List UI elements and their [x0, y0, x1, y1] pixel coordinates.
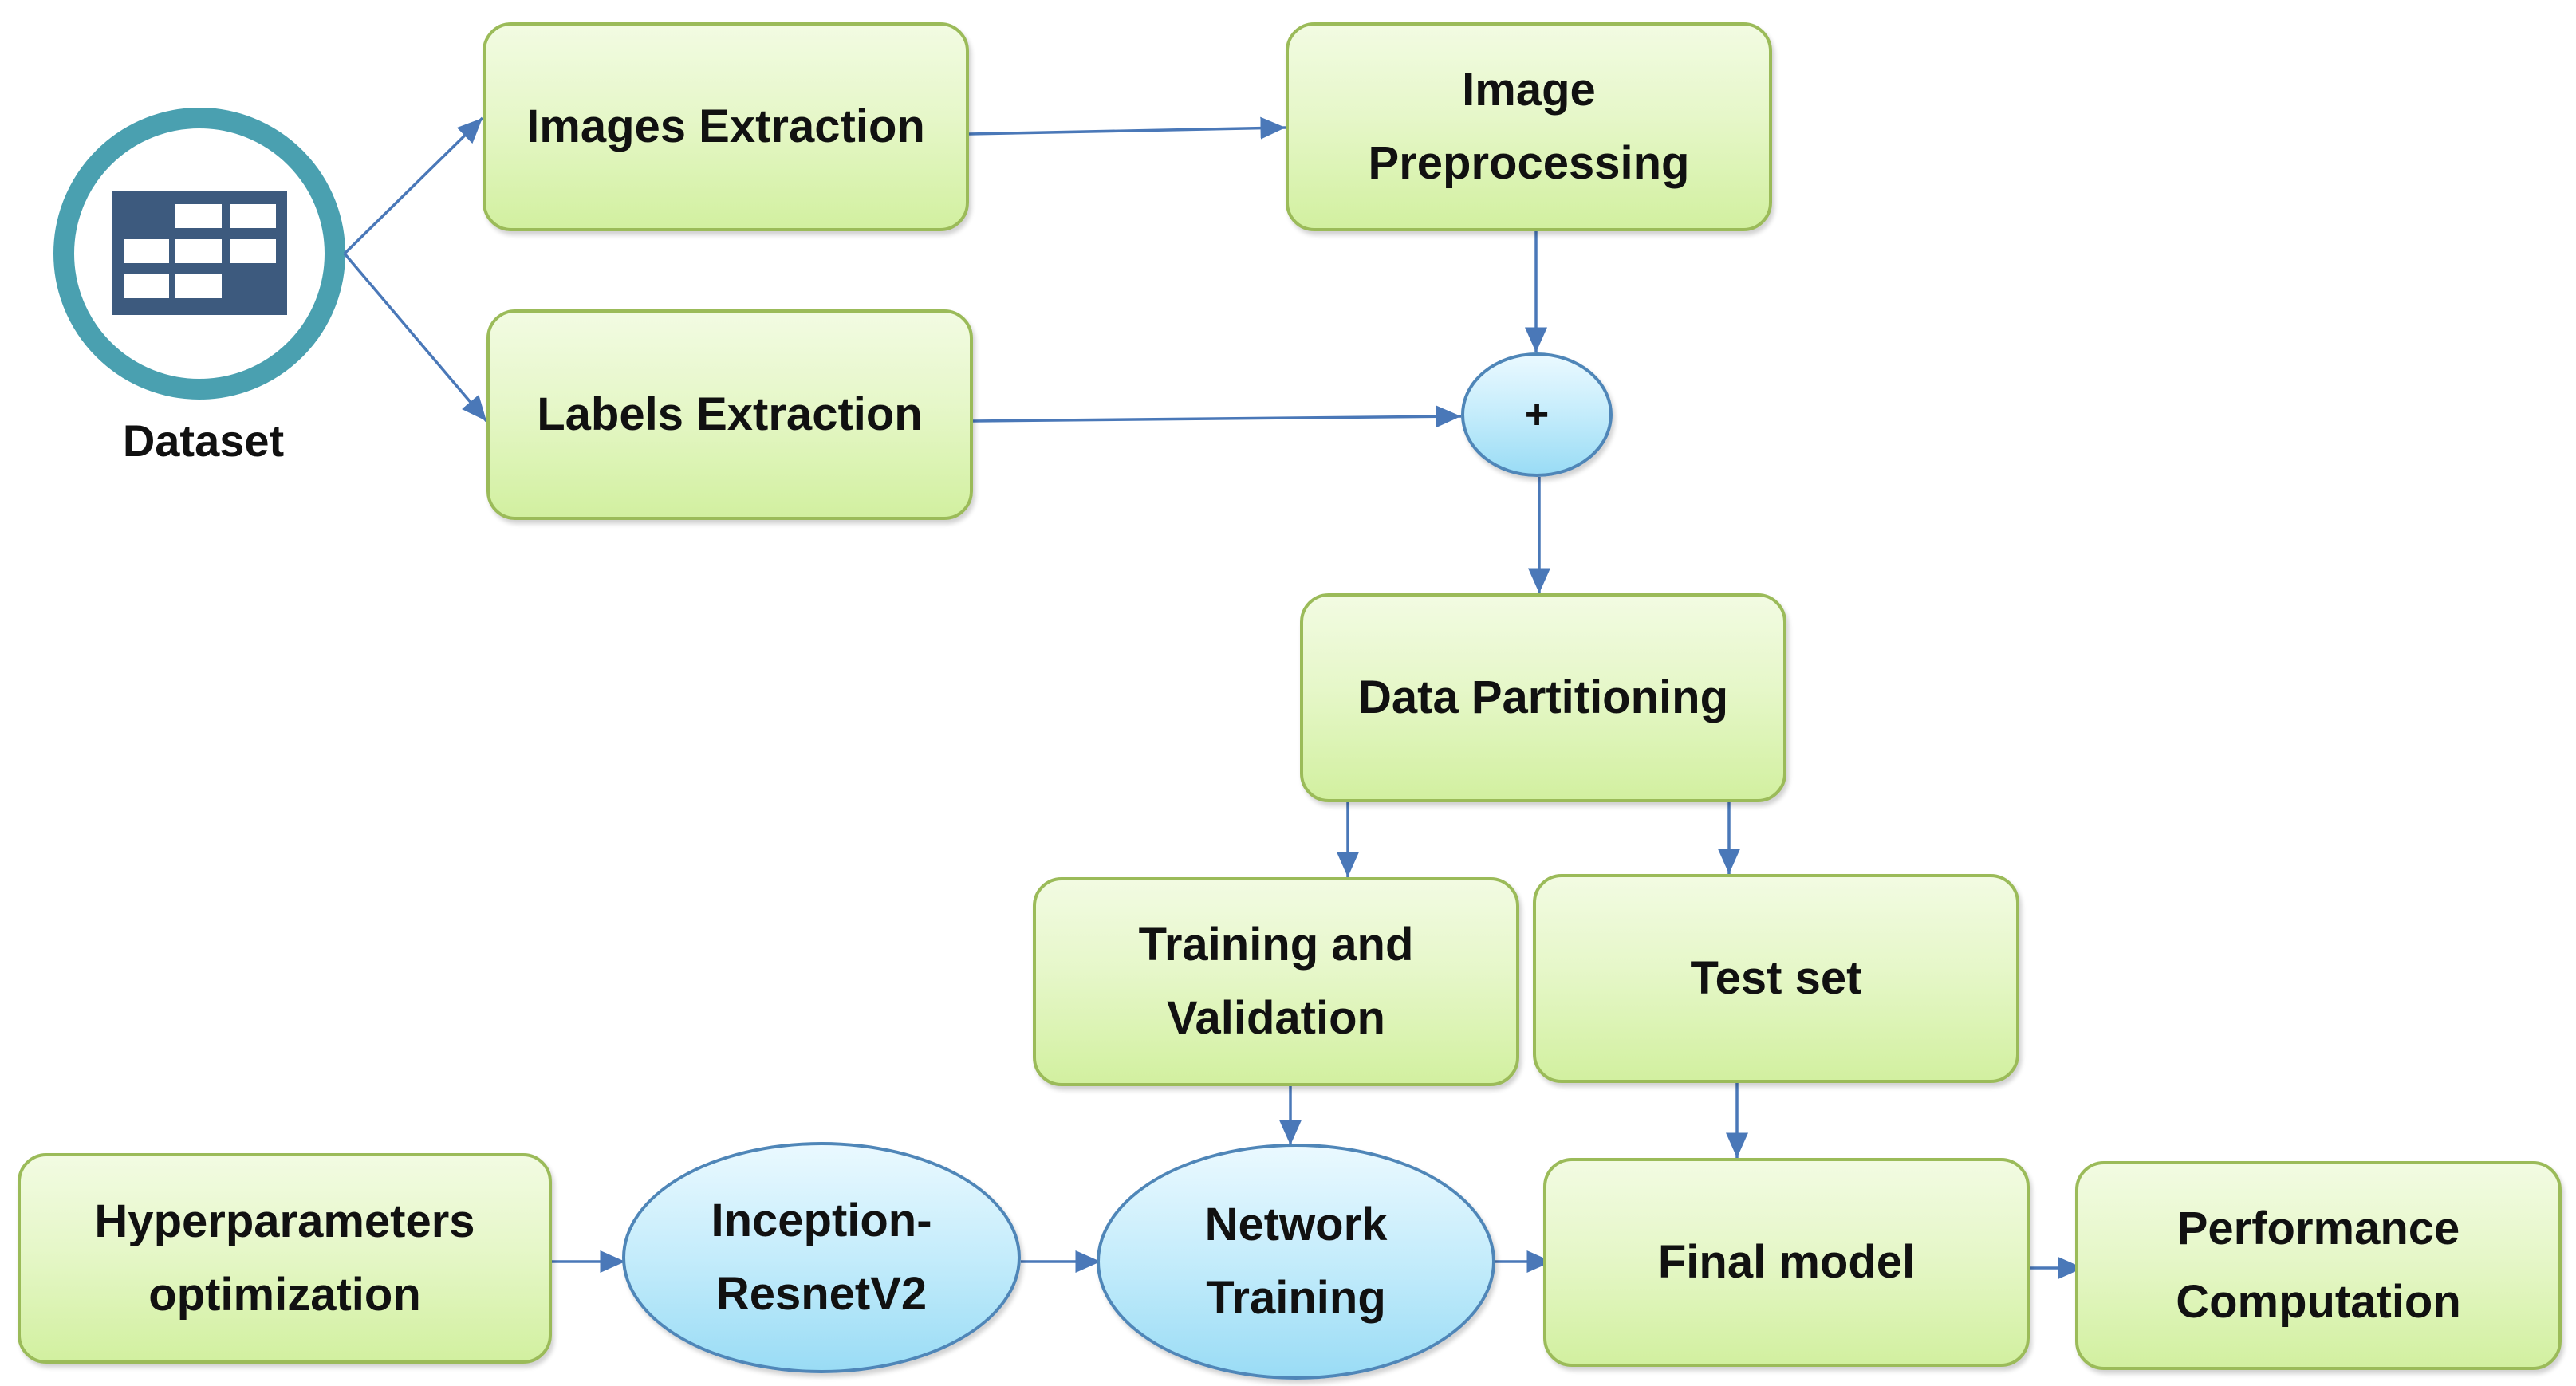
node-label-line: Labels Extraction	[537, 388, 923, 441]
arrow-images-extraction-to-image-preprocessing	[968, 116, 1286, 140]
final-model-node: Final model	[1543, 1158, 2030, 1367]
data-partitioning-node: Data Partitioning	[1300, 593, 1786, 802]
inception-resnetv2-node: Inception- ResnetV2	[622, 1142, 1021, 1373]
dataset-label: Dataset	[122, 415, 285, 466]
combine-node: +	[1461, 352, 1613, 477]
node-label-line: Computation	[2176, 1276, 2461, 1328]
node-label-line: Final model	[1657, 1236, 1916, 1289]
node-label-line: Preprocessing	[1368, 137, 1690, 189]
arrow-dataset-to-images-extraction	[343, 116, 484, 255]
node-label-line: Hyperparameters	[94, 1195, 475, 1248]
node-label-line: Validation	[1167, 992, 1385, 1044]
labels-extraction-node: Labels Extraction	[486, 309, 973, 520]
test-set-node: Test set	[1533, 874, 2019, 1083]
node-label-line: Training and	[1138, 919, 1414, 971]
node-label-line: Images Extraction	[526, 100, 925, 153]
hyperparameters-node: Hyperparameters optimization	[18, 1153, 552, 1364]
node-label-line: Training	[1206, 1272, 1386, 1324]
node-label-line: ResnetV2	[715, 1268, 928, 1320]
node-label-line: optimization	[148, 1269, 421, 1321]
node-label-line: Inception-	[711, 1195, 932, 1247]
node-label-line: +	[1524, 391, 1550, 438]
node-label-line: Test set	[1690, 952, 1862, 1005]
node-label-line: Network	[1204, 1199, 1388, 1251]
arrow-labels-extraction-to-combine	[972, 405, 1462, 428]
table-grid-icon	[53, 108, 345, 400]
images-extraction-node: Images Extraction	[483, 22, 969, 231]
node-label-line: Performance	[2176, 1203, 2460, 1255]
arrow-dataset-to-labels-extraction	[343, 252, 488, 423]
node-label-line: Data Partitioning	[1357, 671, 1729, 724]
node-label-line: Image	[1462, 64, 1596, 116]
